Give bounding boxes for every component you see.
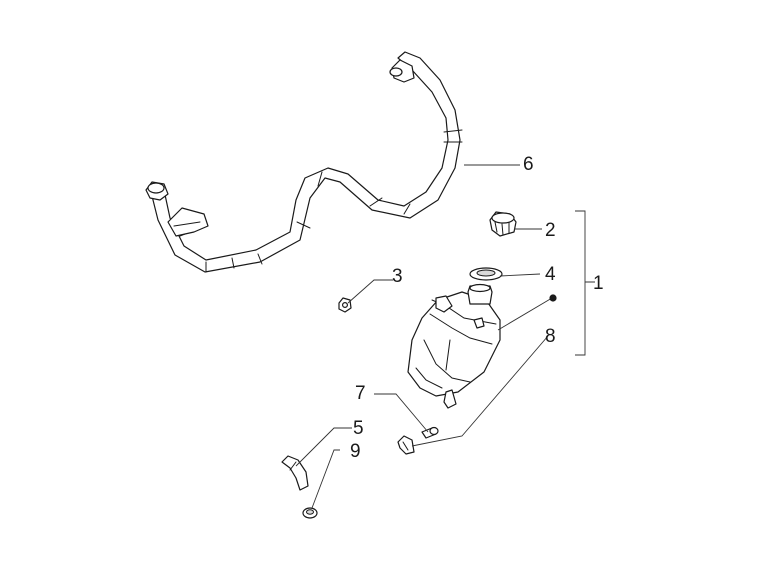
leader-4 [499,273,541,277]
callout-3: 3 [392,266,403,287]
leader-9 [311,449,340,509]
gasket-part-4 [469,267,503,281]
leader-5 [295,427,352,467]
leader-lines [295,164,595,509]
callout-7: 7 [355,383,366,404]
clip-part-8 [397,435,415,455]
leader-dot [497,297,553,331]
callout-labels: 1 2 3 4 5 6 7 8 9 [350,154,604,462]
callout-8: 8 [545,326,556,347]
leader-8 [411,335,549,447]
leader-7 [374,393,429,433]
screw-part-7 [421,426,439,439]
callout-1: 1 [593,273,604,294]
hose-clamp-part-9 [302,507,318,519]
nut-part-3 [338,297,352,313]
callout-6: 6 [523,154,534,175]
callout-2: 2 [545,220,556,241]
callout-5: 5 [353,418,364,439]
leader-3 [347,279,393,304]
cap-part-2 [489,211,517,237]
callout-4: 4 [545,264,556,285]
callout-9: 9 [350,441,361,462]
expansion-tank-part-1 [407,283,501,409]
small-hose-part-5 [281,455,309,491]
hose-part-6 [145,51,463,273]
group-bracket-1 [575,210,595,356]
reference-dot [549,294,557,302]
